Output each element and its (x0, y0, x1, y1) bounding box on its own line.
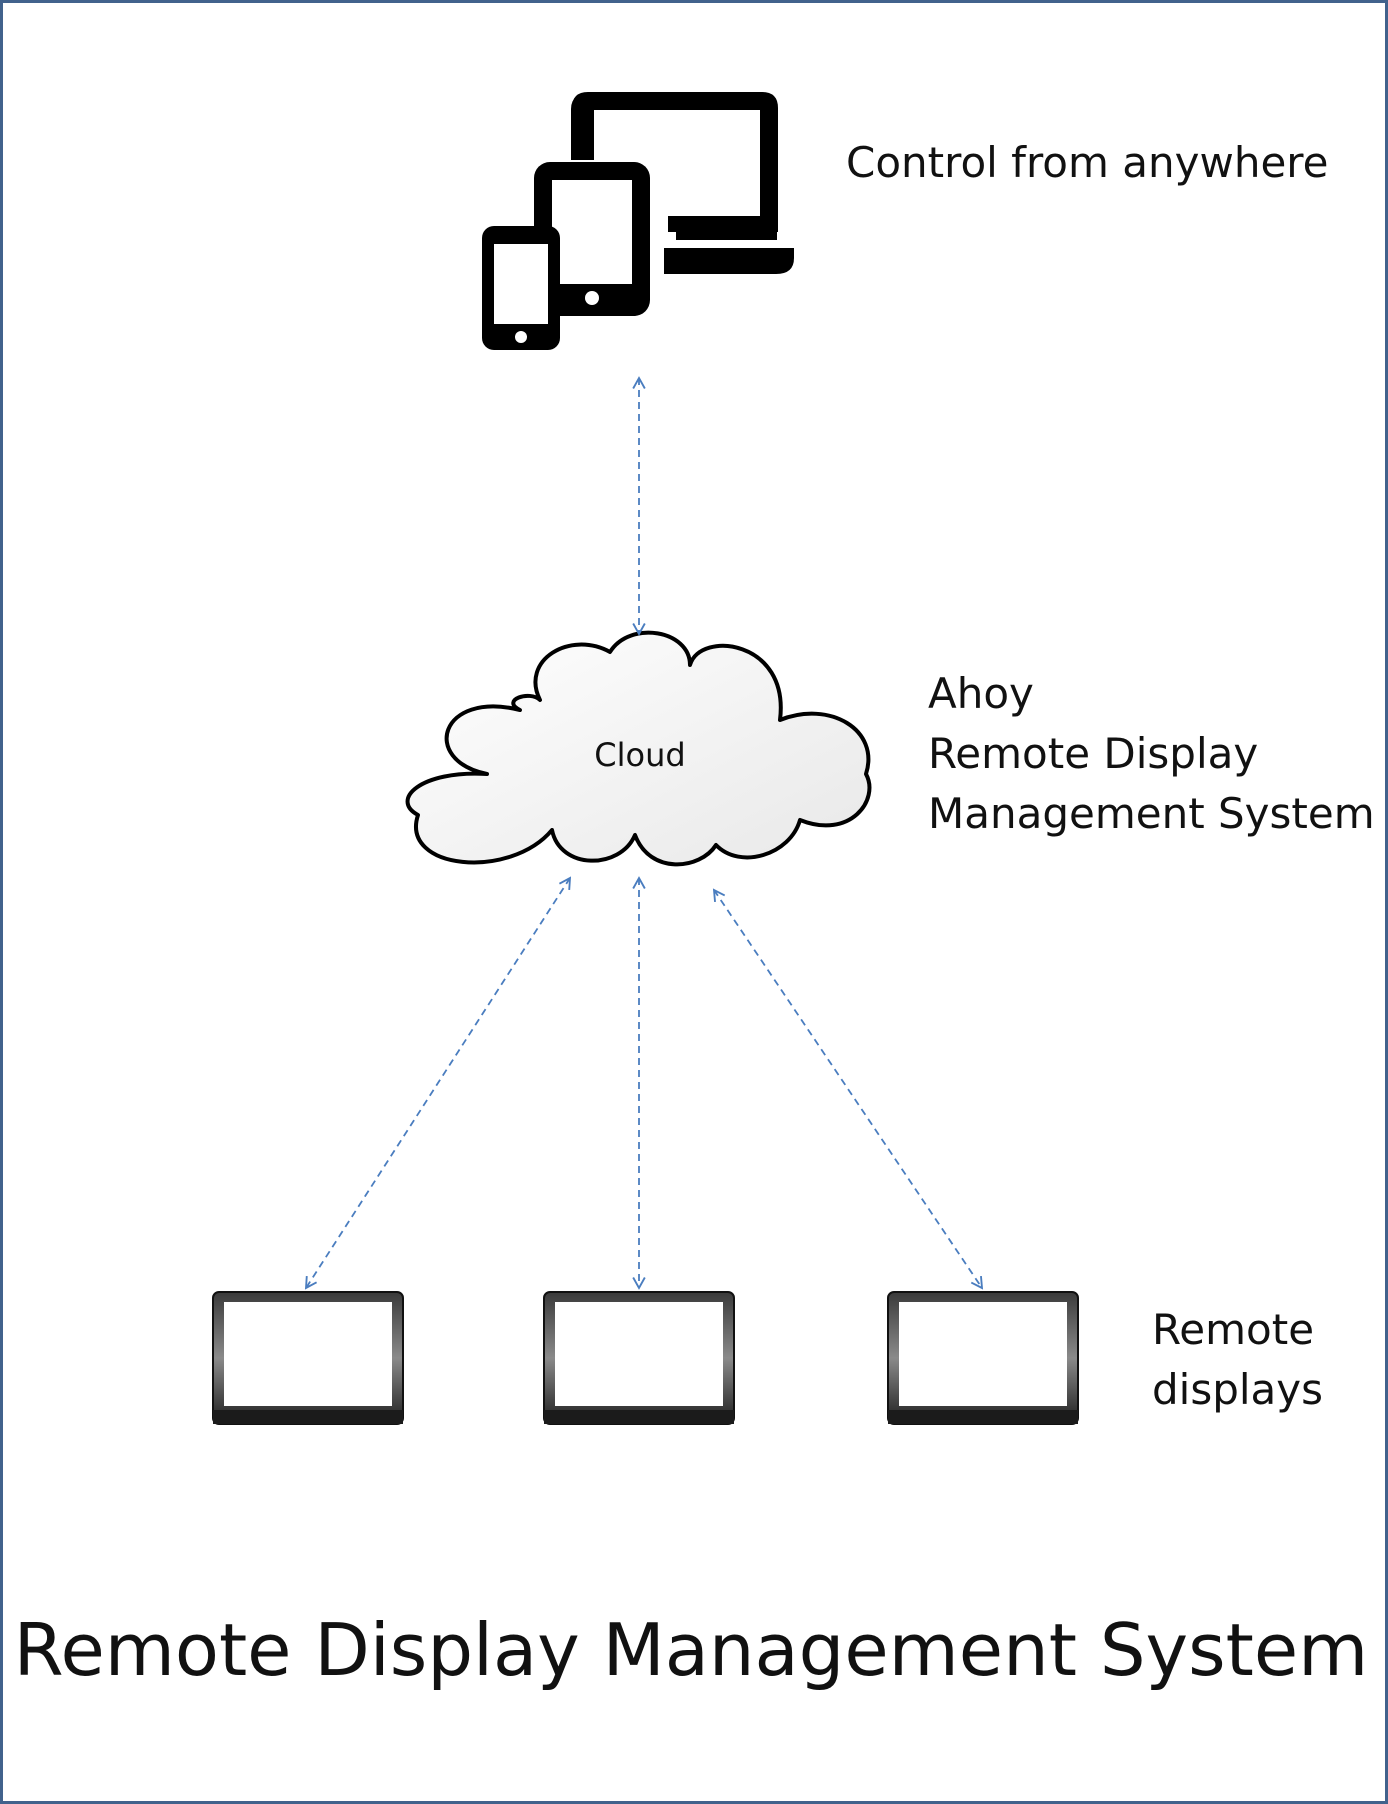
devices-icon (482, 92, 794, 350)
system-label-line: Management System (928, 789, 1375, 838)
cloud-label: Cloud (594, 736, 686, 774)
page-title: Remote Display Management System (13, 1608, 1369, 1692)
control-label: Control from anywhere (846, 138, 1329, 187)
remote-label-line: Remote (1152, 1305, 1315, 1354)
connectors (304, 376, 984, 1290)
connector-cloud-display-left (304, 876, 572, 1290)
display-screen-icon (543, 1291, 735, 1425)
cloud-icon (405, 630, 872, 867)
system-label-line: Ahoy (928, 669, 1034, 718)
connector-cloud-display-right (712, 888, 984, 1290)
remote-displays-label: Remote displays (1152, 1300, 1323, 1420)
display-screen-icon (887, 1291, 1079, 1425)
system-label: Ahoy Remote Display Management System (928, 664, 1375, 844)
display-screen-icon (212, 1291, 404, 1425)
system-label-line: Remote Display (928, 729, 1259, 778)
remote-label-line: displays (1152, 1365, 1324, 1414)
